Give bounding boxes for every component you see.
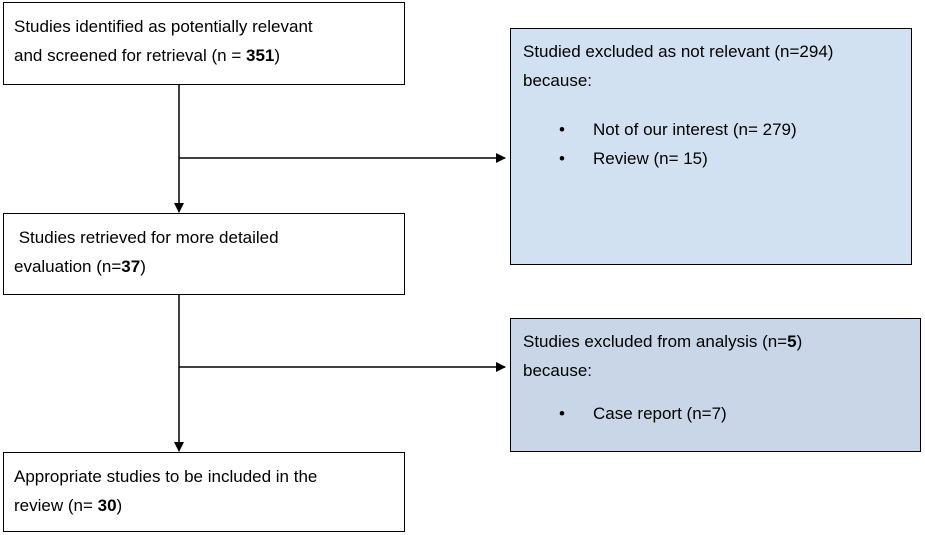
included-close: ) bbox=[116, 496, 123, 515]
included-count: 30 bbox=[97, 496, 117, 515]
retrieved-box: Studies retrieved for more detailed eval… bbox=[3, 213, 405, 295]
excluded-not-relevant-line2: because: bbox=[523, 71, 592, 90]
identified-line1: Studies identified as potentially releva… bbox=[14, 17, 313, 36]
excluded-analysis-count: 5 bbox=[787, 332, 797, 351]
excluded-analysis-close: ) bbox=[796, 332, 803, 351]
bullet-item: • Not of our interest (n= 279) bbox=[523, 115, 901, 144]
bullet-dot: • bbox=[559, 404, 565, 423]
bullet-dot: • bbox=[559, 149, 565, 168]
bullet-item: • Case report (n=7) bbox=[523, 399, 910, 428]
excluded-analysis-line1: Studies excluded from analysis (n=5) bbox=[523, 327, 910, 356]
excluded-not-relevant-line1: Studied excluded as not relevant (n=294) bbox=[523, 42, 834, 61]
included-line2: review (n= 30) bbox=[14, 491, 394, 520]
retrieved-line2: evaluation (n=37) bbox=[14, 252, 394, 281]
bullet-text: Not of our interest (n= 279) bbox=[593, 120, 797, 139]
identified-box: Studies identified as potentially releva… bbox=[3, 2, 405, 85]
retrieved-text: evaluation (n= bbox=[14, 257, 122, 276]
identified-line2: and screened for retrieval (n = 351) bbox=[14, 41, 394, 70]
identified-text: and screened for retrieval (n = bbox=[14, 46, 246, 65]
included-text: review (n= bbox=[14, 496, 98, 515]
identified-count: 351 bbox=[245, 46, 275, 65]
excluded-analysis-text: Studies excluded from analysis (n= bbox=[523, 332, 788, 351]
excluded-not-relevant-box: Studied excluded as not relevant (n=294)… bbox=[510, 28, 912, 265]
retrieved-line1: Studies retrieved for more detailed bbox=[14, 228, 279, 247]
included-box: Appropriate studies to be included in th… bbox=[3, 452, 405, 532]
bullet-text: Case report (n=7) bbox=[593, 404, 727, 423]
included-line1: Appropriate studies to be included in th… bbox=[14, 467, 318, 486]
bullet-item: • Review (n= 15) bbox=[523, 144, 901, 173]
excluded-analysis-line2: because: bbox=[523, 361, 592, 380]
retrieved-close: ) bbox=[140, 257, 146, 276]
excluded-analysis-box: Studies excluded from analysis (n=5) bec… bbox=[510, 318, 921, 452]
identified-close: ) bbox=[274, 46, 281, 65]
bullet-dot: • bbox=[559, 120, 565, 139]
bullet-text: Review (n= 15) bbox=[593, 149, 708, 168]
retrieved-count: 37 bbox=[121, 257, 141, 276]
